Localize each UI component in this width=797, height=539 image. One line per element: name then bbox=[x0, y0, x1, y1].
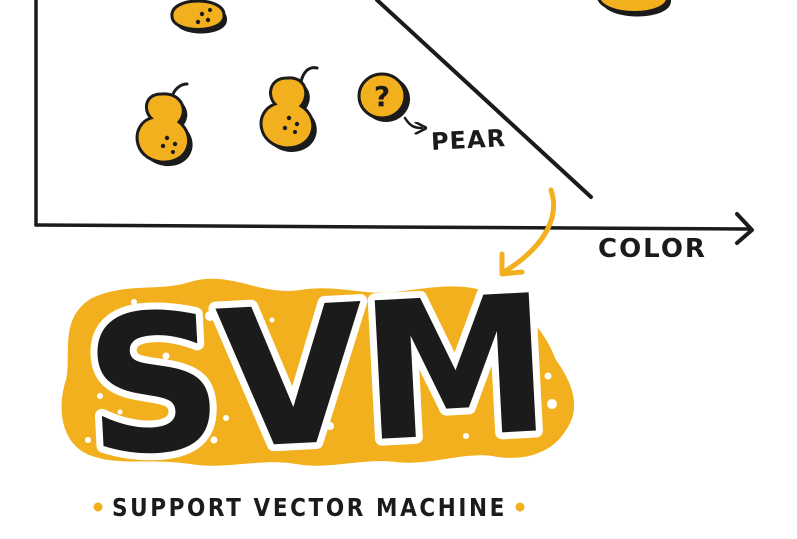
badge-subtitle-row: SUPPORT VECTOR MACHINE bbox=[93, 493, 525, 522]
bullet-dot bbox=[93, 502, 103, 512]
badge-title-outline: SVM bbox=[80, 254, 552, 499]
x-axis-label: COLOR bbox=[598, 234, 707, 264]
pear-icon bbox=[135, 82, 193, 167]
pear-left bbox=[135, 82, 193, 167]
query-label: PEAR bbox=[430, 124, 506, 156]
x-axis bbox=[34, 223, 750, 231]
badge-subtitle: SUPPORT VECTOR MACHINE bbox=[112, 493, 507, 522]
pear-top-right bbox=[597, 0, 672, 17]
query-symbol: ? bbox=[374, 80, 390, 113]
bullet-dot bbox=[515, 502, 525, 512]
badge-title: SVM bbox=[80, 254, 552, 499]
pear-icon bbox=[259, 66, 319, 152]
badge-blob bbox=[61, 278, 575, 466]
svm-badge: SVM SVM bbox=[61, 247, 575, 506]
pear-icon bbox=[170, 0, 228, 34]
decision-boundary-line bbox=[375, 0, 593, 199]
pear-middle bbox=[259, 66, 319, 152]
plot-axes: COLOR bbox=[34, 0, 754, 264]
query-point: ? PEAR bbox=[357, 72, 507, 156]
pear-top-left bbox=[170, 0, 228, 34]
x-axis-arrow-icon bbox=[735, 212, 754, 245]
pear-icon bbox=[597, 0, 672, 17]
question-mark-icon: ? bbox=[357, 72, 410, 122]
badge-sparkles bbox=[85, 297, 557, 444]
arrow-icon bbox=[403, 116, 422, 128]
curved-arrow-icon bbox=[499, 187, 557, 277]
